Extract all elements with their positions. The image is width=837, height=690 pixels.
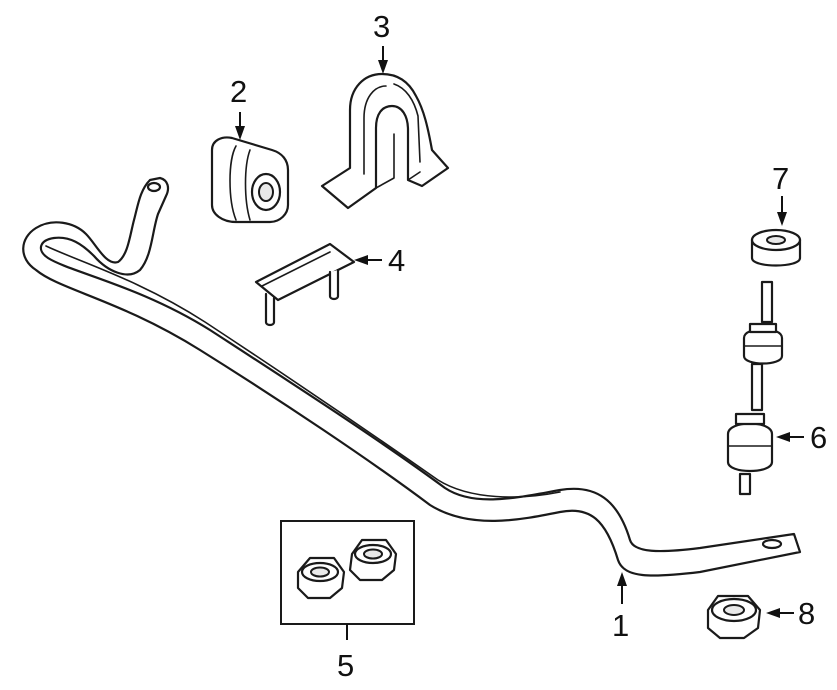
bushing-bracket-icon [320,72,450,210]
callout-2: 2 [230,74,247,109]
leader-lines [235,46,804,618]
callout-6: 6 [810,420,827,455]
link-bushing-icon [750,228,802,267]
callout-7: 7 [772,161,789,196]
bushing-icon [210,136,290,224]
callout-1: 1 [612,608,629,643]
stabilizer-link-icon [726,280,784,496]
mount-bracket-icon [254,242,356,327]
callout-4: 4 [388,243,405,278]
nut-icon [706,594,762,640]
callout-8: 8 [798,596,815,631]
callout-5: 5 [337,648,354,683]
nut-pair-icon [280,520,415,640]
callout-3: 3 [373,9,390,44]
stabilizer-bar-icon [22,176,802,577]
